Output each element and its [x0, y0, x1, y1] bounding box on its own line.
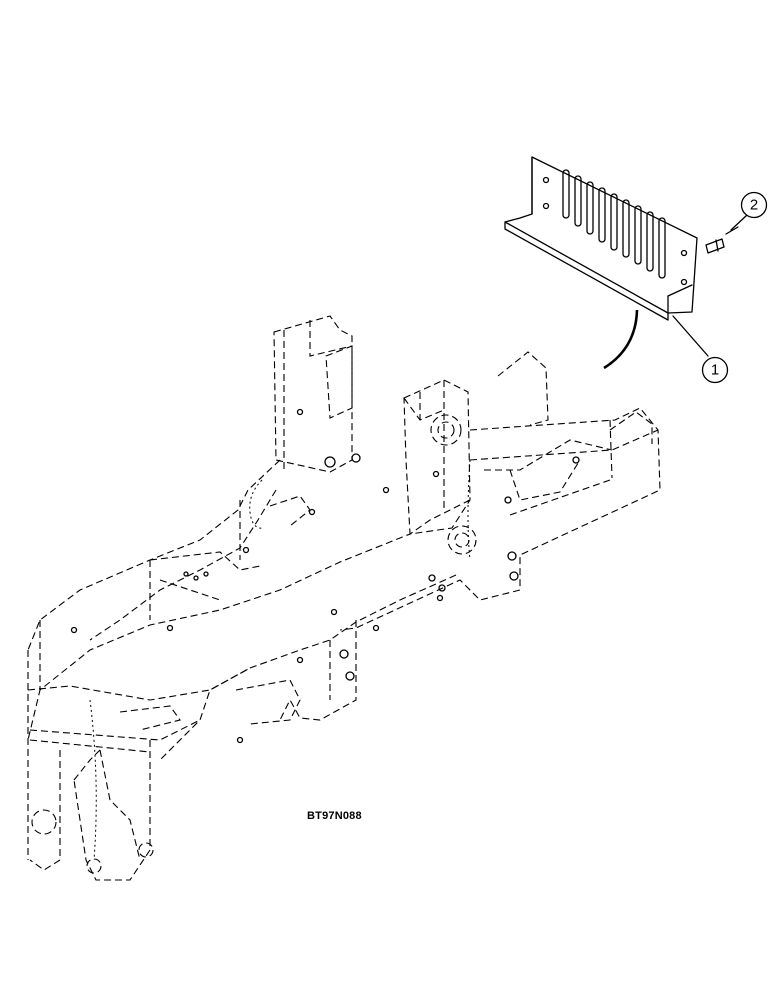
shield-slots	[562, 169, 666, 279]
dotted-detail	[89, 699, 97, 861]
bolt-part-2	[705, 226, 739, 254]
install-direction-arc	[603, 309, 639, 370]
callout-number-1: 1	[710, 361, 720, 379]
leader-line-1	[672, 315, 709, 357]
shield-part-1	[504, 156, 698, 321]
leader-line-2	[730, 214, 748, 231]
dotted-detail	[249, 479, 265, 529]
callout-number-2: 2	[749, 196, 759, 214]
loader-frame	[27, 315, 661, 881]
dotted-detail	[467, 459, 471, 561]
callout-circle-2	[740, 191, 768, 219]
callout-circle-1	[701, 356, 729, 384]
frame-bolts	[70, 408, 580, 744]
drawing-code: BT97N088	[307, 810, 362, 822]
